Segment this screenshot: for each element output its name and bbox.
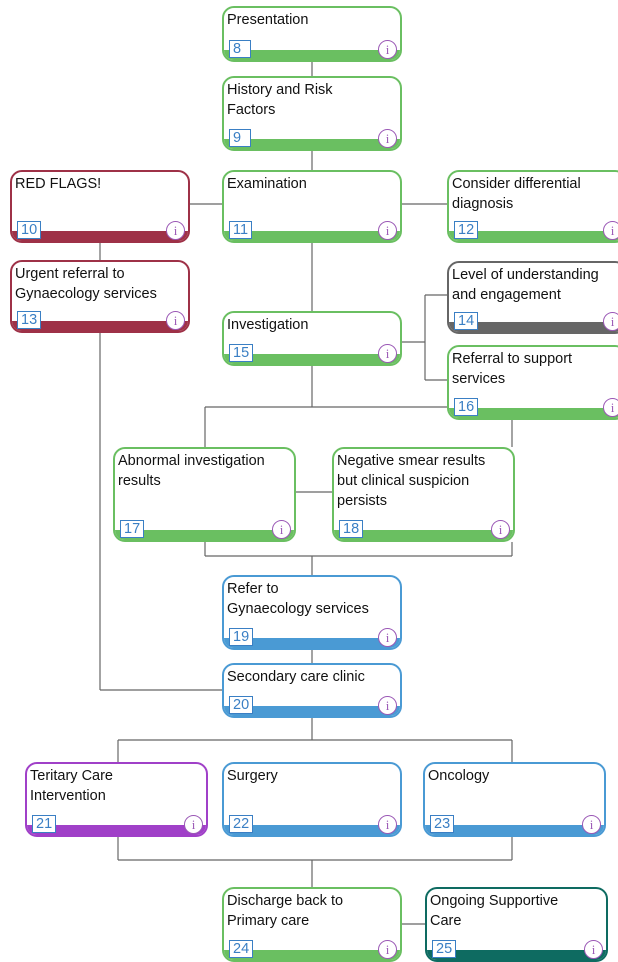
node-title: History and Risk Factors xyxy=(227,82,333,118)
node-color-bar xyxy=(449,408,618,418)
node-history[interactable]: History and Risk Factors 9 i xyxy=(222,76,402,151)
node-negative-smear[interactable]: Negative smear results but clinical susp… xyxy=(332,447,515,542)
node-urgent-referral[interactable]: Urgent referral to Gynaecology services 1… xyxy=(10,260,190,333)
node-title: Examination xyxy=(227,176,307,192)
node-title: Urgent referral to Gynaecology services xyxy=(15,266,157,302)
node-number: 24 xyxy=(229,940,254,958)
node-oncology[interactable]: Oncology 23 i xyxy=(423,762,606,837)
node-title: Level of understanding and engagement xyxy=(452,267,599,303)
node-secondary-clinic[interactable]: Secondary care clinic 20 i xyxy=(222,663,402,718)
node-color-bar xyxy=(334,530,513,540)
node-title: Abnormal investigation results xyxy=(118,453,265,489)
info-icon[interactable]: i xyxy=(378,696,397,715)
info-icon[interactable]: i xyxy=(272,520,291,539)
node-color-bar xyxy=(115,530,294,540)
node-number: 18 xyxy=(339,520,364,538)
node-number: 10 xyxy=(17,221,42,239)
node-title: Discharge back to Primary care xyxy=(227,893,344,929)
info-icon[interactable]: i xyxy=(166,221,185,240)
info-icon[interactable]: i xyxy=(378,815,397,834)
node-number: 19 xyxy=(229,628,254,646)
node-differential[interactable]: Consider differential diagnosis 12 i xyxy=(447,170,618,243)
node-examination[interactable]: Examination 11 i xyxy=(222,170,402,243)
node-abnormal-results[interactable]: Abnormal investigation results 17 i xyxy=(113,447,296,542)
node-ongoing-support[interactable]: Ongoing Supportive Care 25 i xyxy=(425,887,608,962)
node-red-flags[interactable]: RED FLAGS! 10 i xyxy=(10,170,190,243)
info-icon[interactable]: i xyxy=(582,815,601,834)
node-number: 12 xyxy=(454,221,479,239)
node-number: 13 xyxy=(17,311,42,329)
node-number: 25 xyxy=(432,940,457,958)
info-icon[interactable]: i xyxy=(603,398,618,417)
node-title: Secondary care clinic xyxy=(227,669,365,685)
node-number: 17 xyxy=(120,520,145,538)
node-number: 23 xyxy=(430,815,455,833)
node-color-bar xyxy=(224,825,400,835)
info-icon[interactable]: i xyxy=(378,628,397,647)
node-number: 20 xyxy=(229,696,254,714)
info-icon[interactable]: i xyxy=(378,344,397,363)
node-title: Refer to Gynaecology services xyxy=(227,581,369,617)
node-color-bar xyxy=(12,321,188,331)
node-number: 15 xyxy=(229,344,254,362)
node-refer-gynae[interactable]: Refer to Gynaecology services 19 i xyxy=(222,575,402,650)
info-icon[interactable]: i xyxy=(378,129,397,148)
info-icon[interactable]: i xyxy=(184,815,203,834)
node-title: Surgery xyxy=(227,768,278,784)
info-icon[interactable]: i xyxy=(166,311,185,330)
info-icon[interactable]: i xyxy=(584,940,603,959)
node-color-bar xyxy=(224,139,400,149)
info-icon[interactable]: i xyxy=(378,221,397,240)
node-color-bar xyxy=(427,950,606,960)
node-color-bar xyxy=(224,638,400,648)
node-title: RED FLAGS! xyxy=(15,176,102,192)
node-understanding[interactable]: Level of understanding and engagement 14 i xyxy=(447,261,618,334)
node-color-bar xyxy=(12,231,188,241)
info-icon[interactable]: i xyxy=(378,940,397,959)
node-color-bar xyxy=(224,950,400,960)
node-color-bar xyxy=(224,354,400,364)
node-color-bar xyxy=(224,50,400,60)
node-title: Oncology xyxy=(428,768,490,784)
node-title: Consider differential diagnosis xyxy=(452,176,581,212)
info-icon[interactable]: i xyxy=(378,40,397,59)
info-icon[interactable]: i xyxy=(491,520,510,539)
node-number: 21 xyxy=(32,815,57,833)
node-color-bar xyxy=(224,706,400,716)
node-number: 8 xyxy=(229,40,251,58)
node-color-bar xyxy=(27,825,206,835)
node-presentation[interactable]: Presentation 8 i xyxy=(222,6,402,62)
node-color-bar xyxy=(425,825,604,835)
node-tertiary-care[interactable]: Teritary Care Intervention 21 i xyxy=(25,762,208,837)
node-support-referral[interactable]: Referral to support services 16 i xyxy=(447,345,618,420)
node-color-bar xyxy=(224,231,400,241)
node-investigation[interactable]: Investigation 15 i xyxy=(222,311,402,366)
node-title: Referral to support services xyxy=(452,351,573,387)
node-number: 22 xyxy=(229,815,254,833)
node-number: 9 xyxy=(229,129,251,147)
node-discharge[interactable]: Discharge back to Primary care 24 i xyxy=(222,887,402,962)
node-title: Investigation xyxy=(227,317,309,333)
node-number: 14 xyxy=(454,312,479,330)
node-number: 16 xyxy=(454,398,479,416)
info-icon[interactable]: i xyxy=(603,312,618,331)
info-icon[interactable]: i xyxy=(603,221,618,240)
node-color-bar xyxy=(449,231,618,241)
node-title: Presentation xyxy=(227,12,309,28)
node-surgery[interactable]: Surgery 22 i xyxy=(222,762,402,837)
node-number: 11 xyxy=(229,221,253,239)
node-color-bar xyxy=(449,322,618,332)
node-title: Teritary Care Intervention xyxy=(30,768,113,804)
node-title: Negative smear results but clinical susp… xyxy=(337,453,486,509)
node-title: Ongoing Supportive Care xyxy=(430,893,559,929)
